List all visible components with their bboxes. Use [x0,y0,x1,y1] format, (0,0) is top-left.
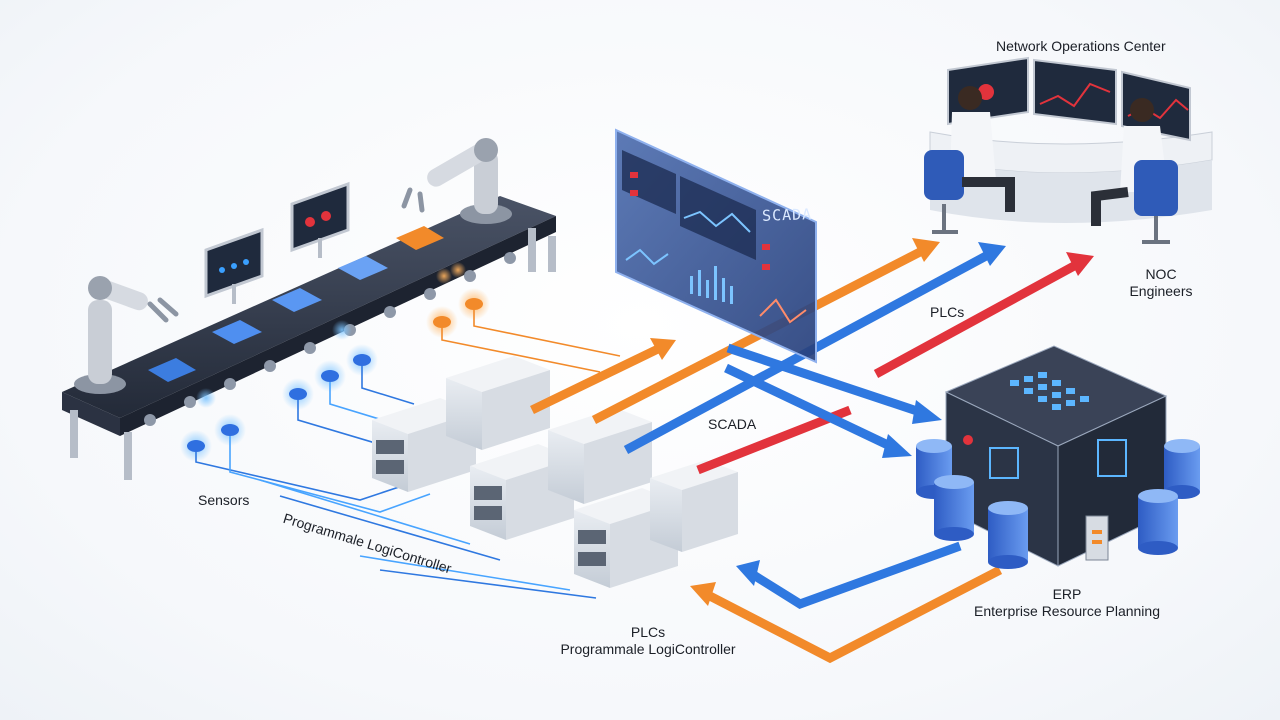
erp-line2: Enterprise Resource Planning [974,603,1160,619]
monitor-icon [204,227,264,304]
plcs-bottom-label: PLCs Programmale LogiController [548,624,748,658]
noc-engineers-label: NOC Engineers [1126,266,1196,300]
operator-icon [924,86,1015,234]
sensor-wiring [195,310,621,599]
erp-line1: ERP [1052,586,1082,602]
plcs-bottom-line2: Programmale LogiController [560,641,736,657]
sensor-icon [426,262,490,338]
noc-title: Network Operations Center [996,38,1166,54]
scada-mid-label: SCADA [708,416,757,432]
scada-panel-icon [615,128,817,364]
monitor-icon [947,56,1191,142]
monitor-icon [290,181,350,258]
robot-arm-icon [74,276,179,394]
database-icon [916,439,1200,569]
plcs-bottom-line1: PLCs [630,624,666,640]
noc-engineers-line2: Engineers [1129,283,1193,299]
sensors-label: Sensors [198,492,250,508]
scada-screen-title: SCADA [761,205,813,225]
noc-engineers-line1: NOC [1145,266,1177,282]
plc-rack-icon [372,356,738,588]
sensor-icon [180,320,378,462]
erp-label: ERP Enterprise Resource Planning [962,586,1172,620]
erp-server-icon [944,345,1168,567]
plcs-top-label: PLCs [930,304,965,320]
operator-icon [1091,98,1178,244]
robot-arm-icon [401,138,512,224]
